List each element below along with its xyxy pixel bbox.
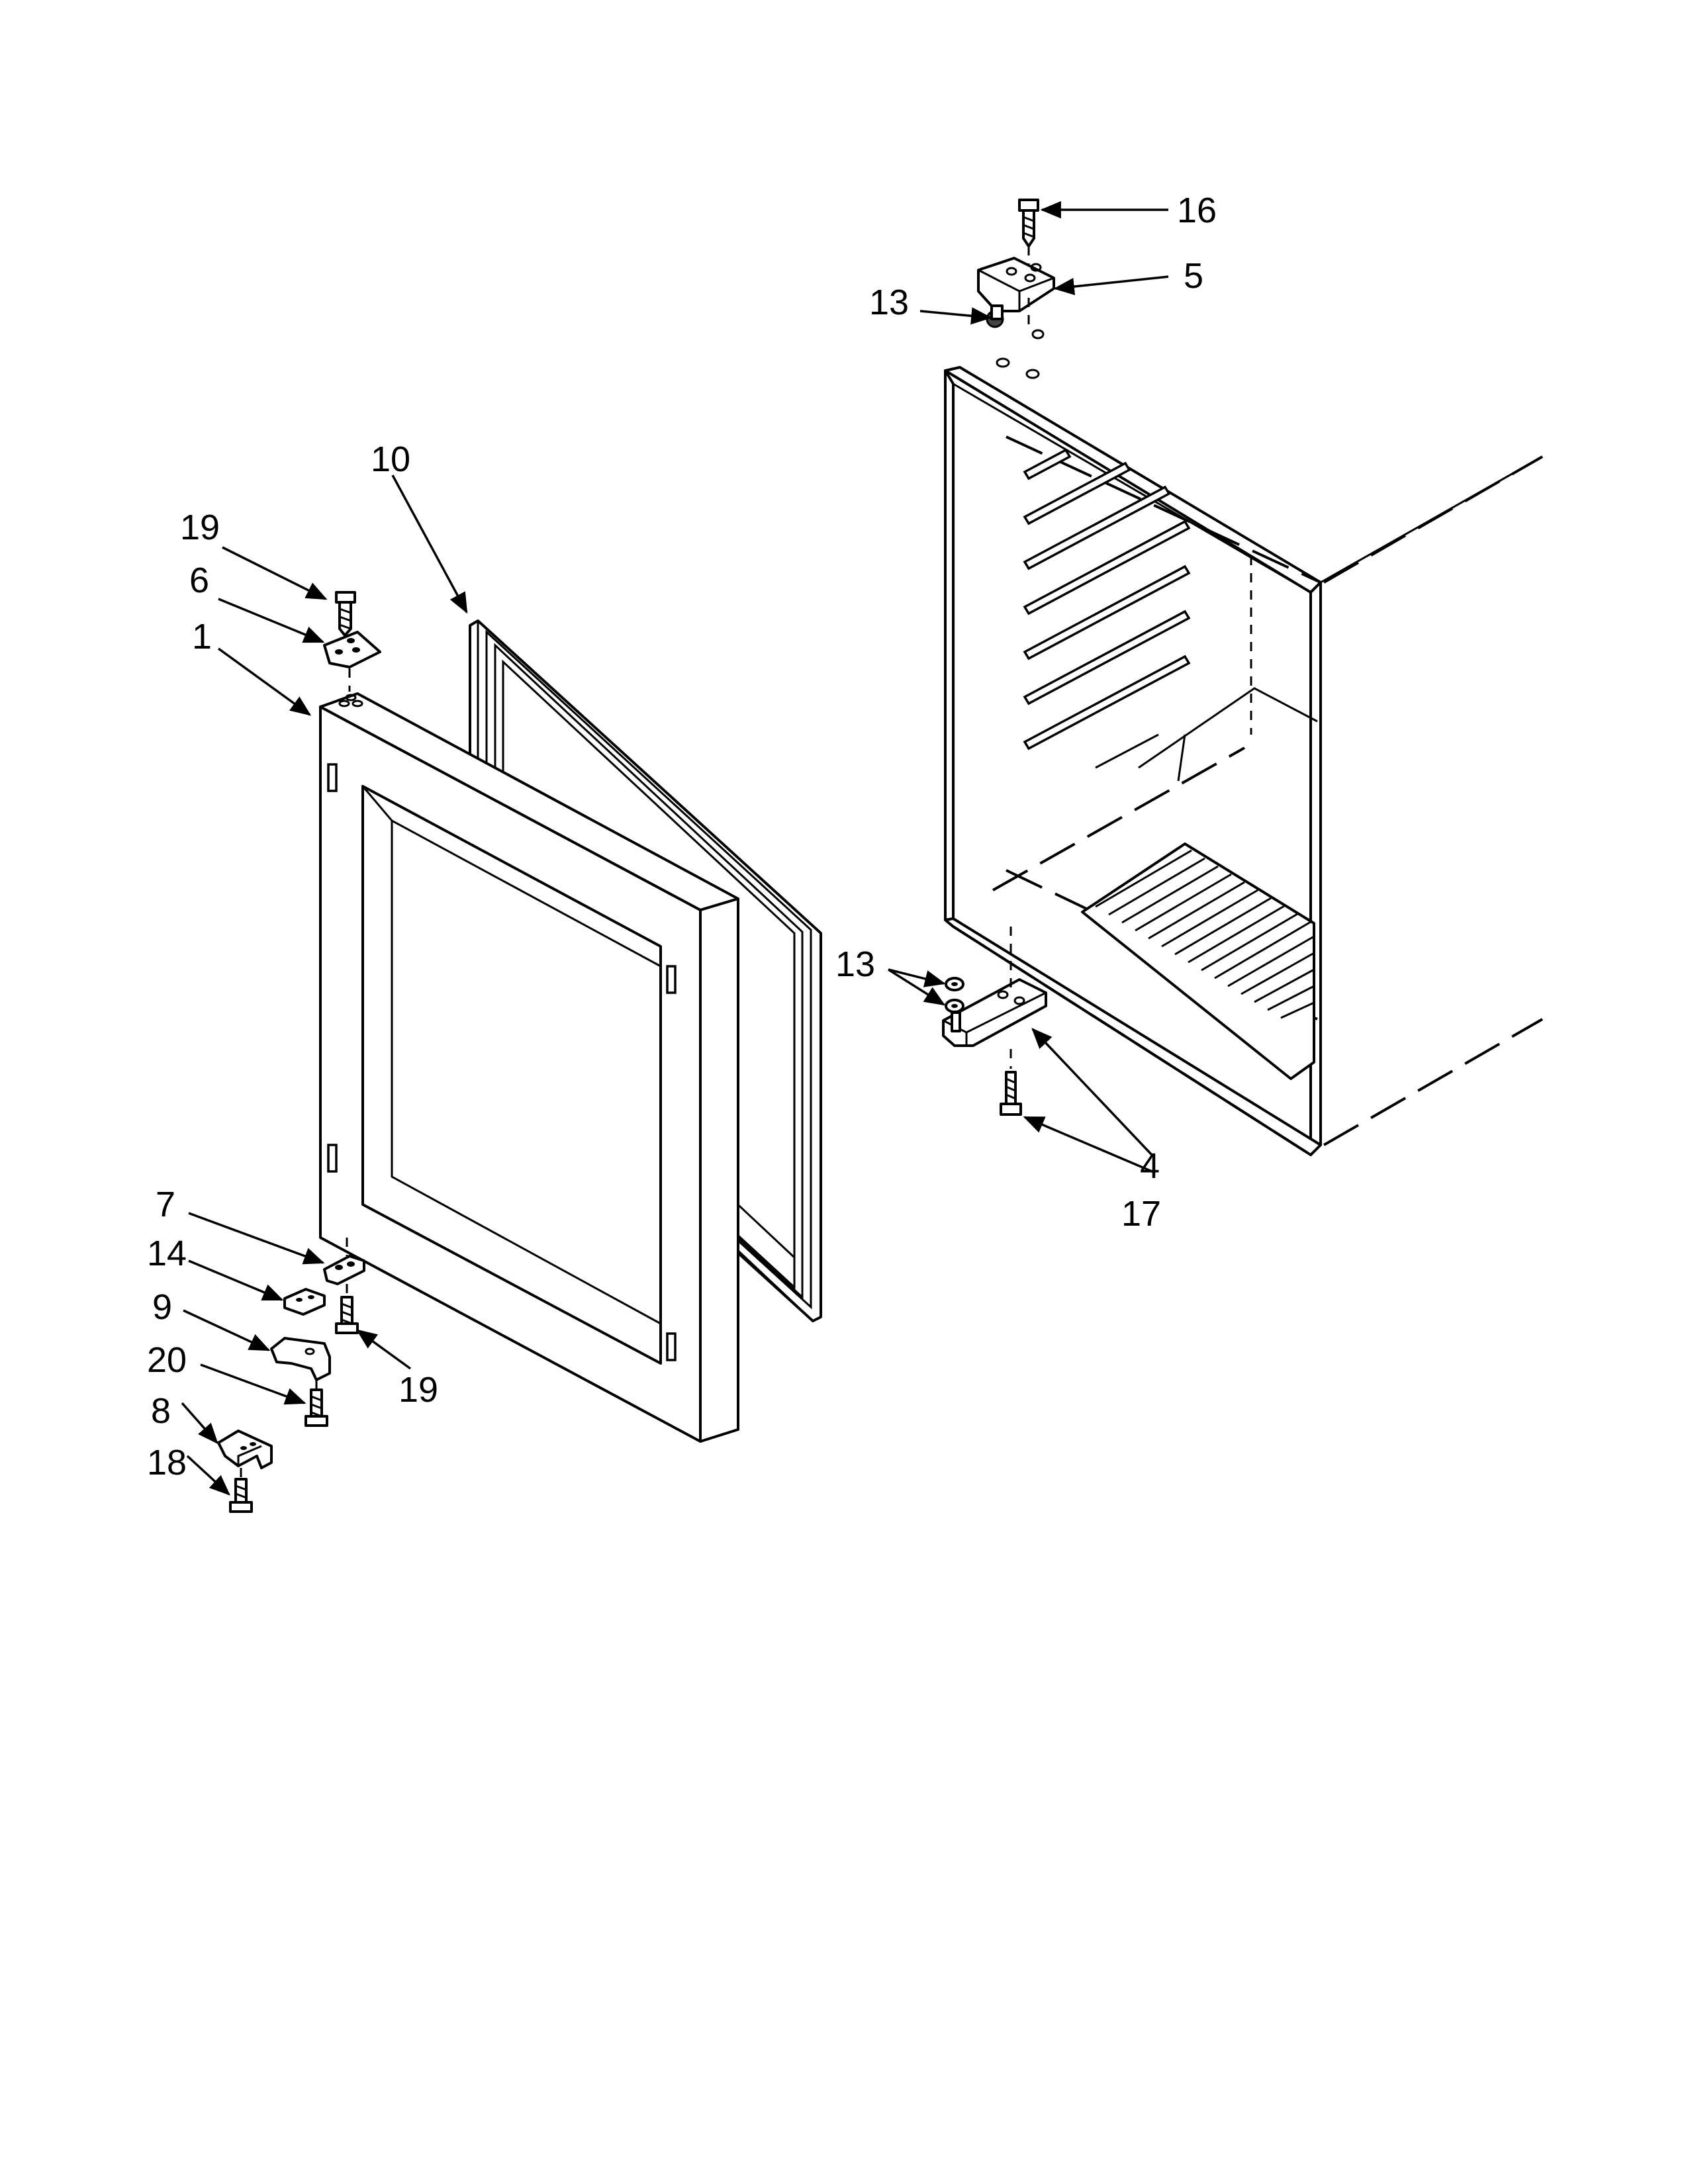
- callout-13-top: 13: [869, 283, 909, 322]
- cabinet-liner: [944, 310, 1543, 1156]
- closer-screw: [229, 1478, 253, 1513]
- door-closer-bracket: [217, 1430, 273, 1469]
- callout-16: 16: [1177, 191, 1217, 230]
- hinge-screw-top: [1018, 199, 1039, 248]
- callout-5: 5: [1184, 256, 1203, 296]
- callout-10: 10: [371, 439, 410, 479]
- door-slot-2: [327, 1144, 338, 1173]
- door-screw-bottom: [335, 1296, 359, 1334]
- callout-18: 18: [147, 1443, 187, 1482]
- door-frame: [319, 692, 739, 1443]
- leader-lines: [181, 201, 1169, 1496]
- callout-19-top: 19: [180, 508, 220, 547]
- callout-labels: 16 5 13 10 19 6 1 13 4 17 7 14 9 20 19 8…: [147, 191, 1217, 1482]
- callout-20: 20: [147, 1340, 187, 1380]
- callout-14: 14: [147, 1234, 187, 1273]
- hinge-spacer: [283, 1288, 326, 1316]
- door-slot-1: [327, 763, 338, 792]
- callout-19-bottom: 19: [399, 1370, 438, 1410]
- cabinet-front-bottom-flange: [944, 917, 1322, 1156]
- cabinet-front-right-flange: [1309, 581, 1322, 1156]
- floor-grille: [1081, 842, 1315, 1080]
- callout-6: 6: [189, 561, 209, 600]
- door-slot-3: [666, 965, 677, 994]
- callout-7: 7: [156, 1185, 175, 1224]
- callout-17: 17: [1121, 1194, 1161, 1234]
- callout-8: 8: [151, 1391, 171, 1431]
- hinge-bracket: [270, 1337, 331, 1381]
- callout-13-bottom: 13: [835, 944, 875, 984]
- top-hinge: [977, 257, 1055, 320]
- callout-1: 1: [192, 617, 212, 657]
- door-screw-top: [335, 591, 356, 637]
- hinge-screw-bottom: [1000, 1071, 1022, 1116]
- door-hinge-bottom: [323, 1255, 365, 1285]
- callout-9: 9: [152, 1287, 172, 1327]
- callout-4: 4: [1140, 1146, 1160, 1186]
- side-vent-slots: [1023, 448, 1191, 751]
- door-hinge-top: [323, 631, 381, 668]
- bracket-screw: [305, 1388, 328, 1427]
- bottom-hinge: [942, 978, 1047, 1047]
- door-slot-4: [666, 1332, 677, 1361]
